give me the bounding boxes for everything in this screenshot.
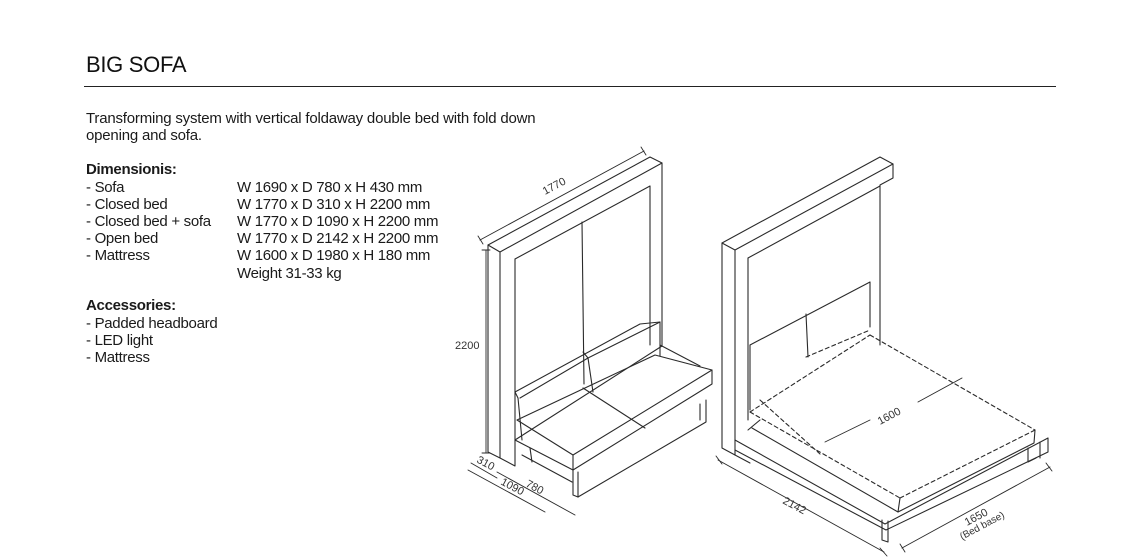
dimension-value: W 1770 x D 310 x H 2200 mm — [237, 196, 431, 213]
dimension-label: - Open bed — [86, 230, 159, 247]
sofa-depth-total-label: 1090 — [499, 476, 526, 498]
closed-bed-sofa-drawing — [487, 156, 713, 498]
bed-length-label: 2142 — [781, 495, 808, 517]
open-bed-drawing — [721, 156, 1049, 543]
dimension-label: - Closed bed + sofa — [86, 213, 211, 230]
height-dimension-label: 2200 — [455, 340, 479, 352]
dimension-label: - Closed bed — [86, 196, 168, 213]
dimension-value: W 1690 x D 780 x H 430 mm — [237, 179, 423, 196]
accessories-heading: Accessories: — [86, 297, 176, 314]
weight-value: Weight 31-33 kg — [237, 265, 342, 282]
product-description: Transforming system with vertical foldaw… — [86, 110, 536, 144]
dimension-labels: 1770 2200 310 1090 780 2142 1600 1650 (B… — [455, 176, 1007, 543]
dimension-value: W 1600 x D 1980 x H 180 mm — [237, 247, 431, 264]
dimension-value: W 1770 x D 2142 x H 2200 mm — [237, 230, 439, 247]
dimension-label: - Mattress — [86, 247, 150, 264]
closed-depth-label: 310 — [475, 454, 497, 473]
open-bed-dimension-lines — [715, 377, 1053, 557]
page-title: BIG SOFA — [86, 52, 187, 77]
mattress-width-label: 1600 — [876, 406, 903, 428]
closed-bed-dimension-lines — [467, 146, 647, 516]
dimension-value: W 1770 x D 1090 x H 2200 mm — [237, 213, 439, 230]
sofa-depth-label: 780 — [524, 478, 546, 497]
dimension-label: - Sofa — [86, 179, 125, 196]
dimensions-heading: Dimensionis: — [86, 161, 177, 178]
title-divider — [84, 86, 1056, 87]
